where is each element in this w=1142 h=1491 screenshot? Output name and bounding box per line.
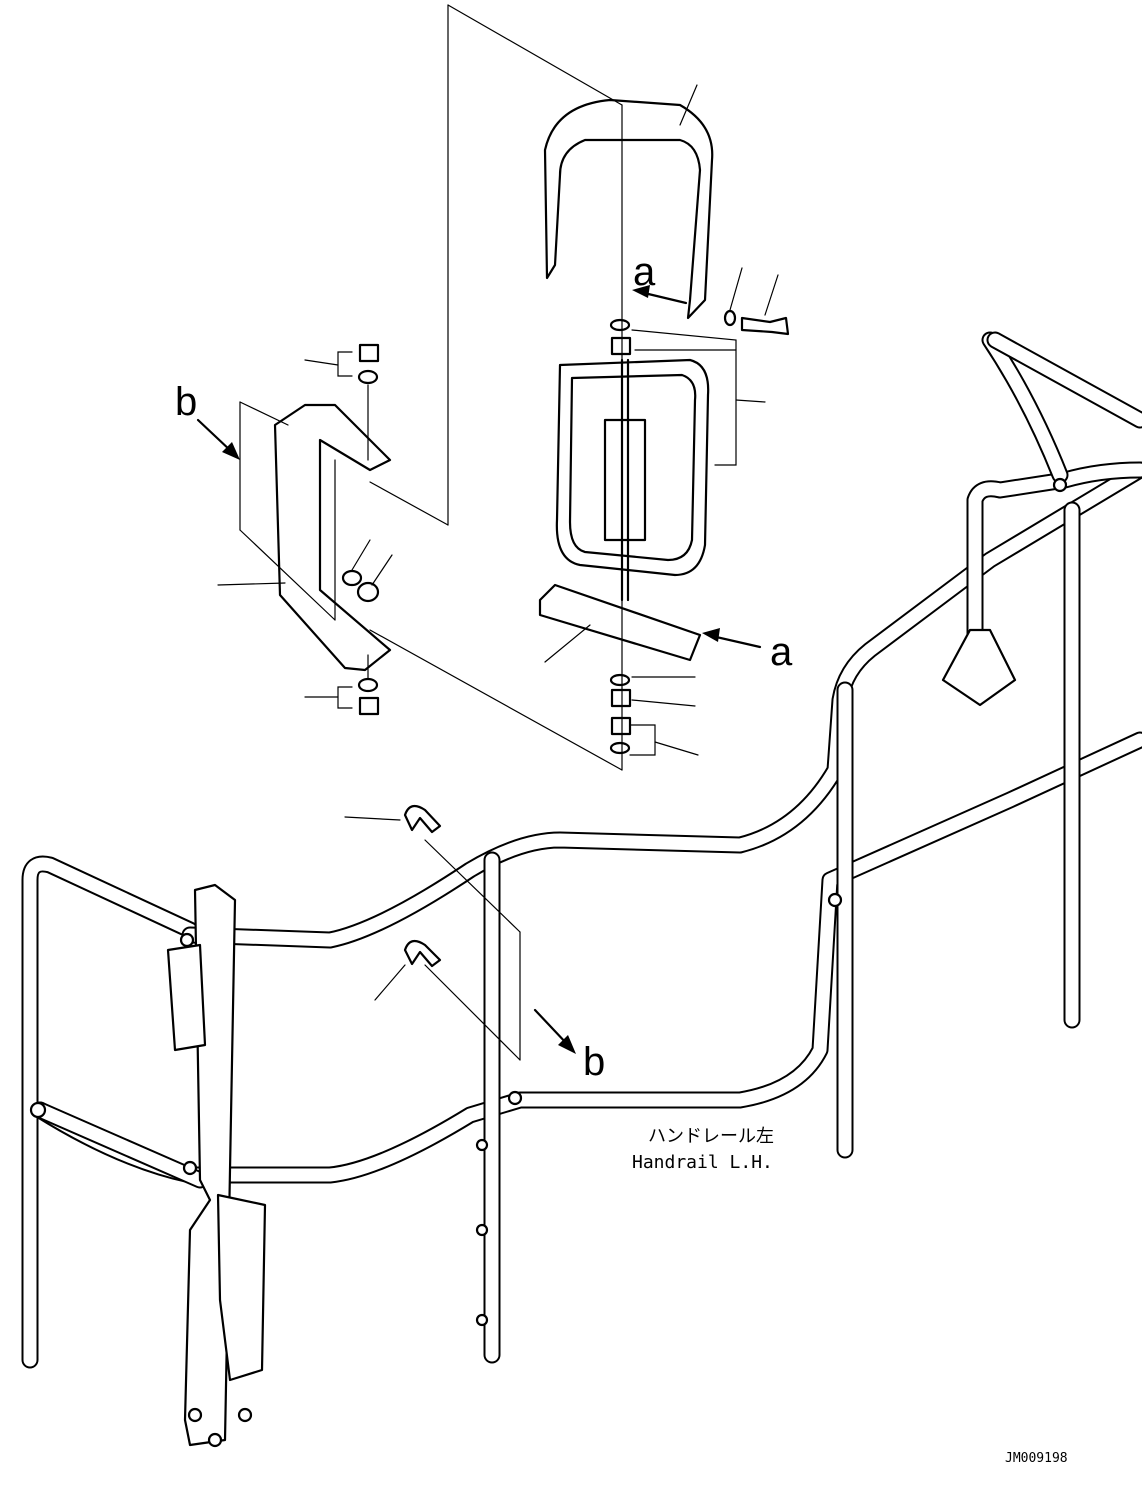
mirror-cover [543,98,714,320]
view-a-label-top: a [633,250,656,294]
stanchion-bracket [29,477,1068,1448]
handrail-lh [21,331,1142,1369]
mirror-body [555,358,710,602]
mirror-stay-bracket [538,583,702,662]
hardware [341,309,790,968]
bracket-b [273,403,392,672]
leader-lines [196,4,779,1061]
caption-jp: ハンドレール左 [648,1126,774,1147]
view-b-label-bottom: b [583,1040,605,1084]
view-b-label-left: b [175,380,197,424]
caption-en: Handrail L.H. [632,1152,773,1173]
drawing-number: JM009198 [1005,1451,1068,1466]
view-a-label-bottom: a [770,630,793,674]
